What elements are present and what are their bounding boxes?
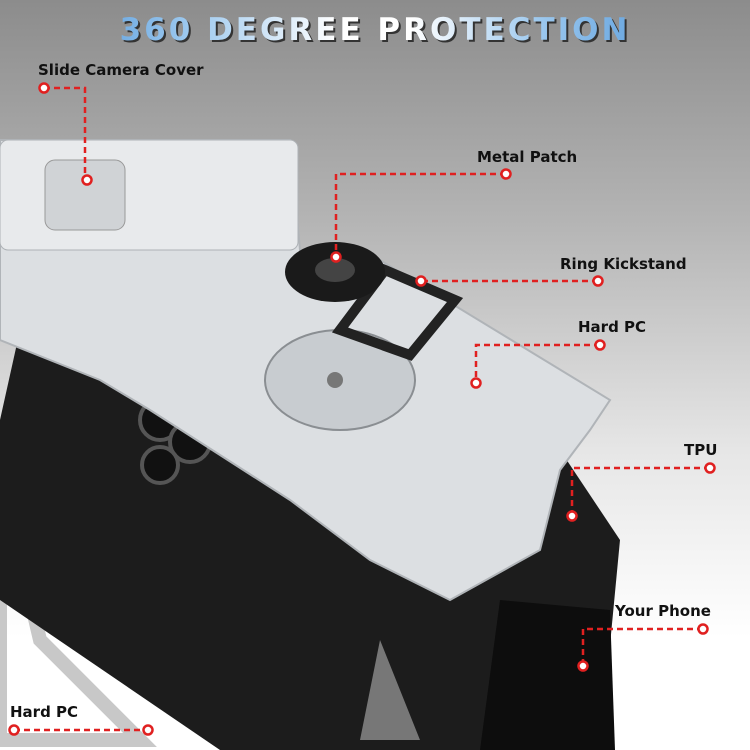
phone — [480, 600, 615, 750]
callout-metal-patch: Metal Patch — [477, 148, 578, 166]
center-screw — [327, 372, 343, 388]
callout-your-phone: Your Phone — [615, 602, 711, 620]
callout-ring-kickstand: Ring Kickstand — [560, 255, 687, 273]
camera-lens — [140, 445, 180, 485]
callout-tpu: TPU — [684, 441, 718, 459]
page-title: 360 DEGREE PROTECTION — [0, 12, 750, 48]
ring-kickstand — [331, 263, 464, 361]
metal-patch-center — [315, 258, 355, 282]
callout-lines — [14, 86, 710, 732]
callout-hard-pc-bottom: Hard PC — [10, 703, 79, 721]
callout-dots — [8, 82, 716, 736]
callout-hard-pc-top: Hard PC — [578, 318, 647, 336]
tpu-side-button — [360, 640, 420, 740]
callout-slide-camera-cover: Slide Camera Cover — [38, 61, 204, 79]
